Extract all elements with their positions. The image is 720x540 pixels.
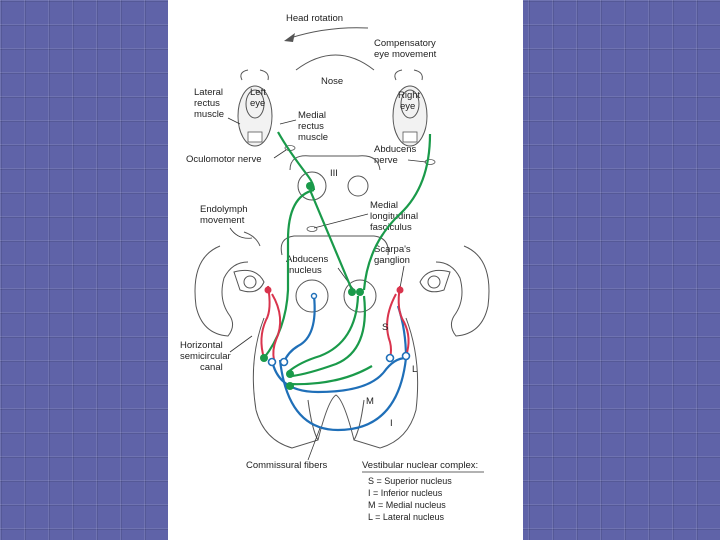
endolymph-arrow [243,231,261,247]
scarpa-label-2: ganglion [374,255,410,266]
scarpa-label-1: Scarpa's [374,244,411,255]
mlf-leader [313,213,369,229]
medial-rectus-label-3: muscle [298,132,328,143]
left-eye-label-1: Left [250,87,266,98]
medial-rectus-label-2: rectus [298,121,324,132]
cn-iii-label: III [330,168,338,179]
left-eye [237,69,273,147]
nose-label: Nose [321,76,343,87]
medial-rectus-label-1: Medial [298,110,326,121]
lateral-rectus-label-1: Lateral [194,87,223,98]
abducens-nerve-leader [407,159,427,163]
nucleus-s-label: S [382,322,388,333]
legend-lateral: L = Lateral nucleus [368,512,444,522]
abducens-nerve-label-1: Abducens [374,144,417,155]
commissural-leader [307,427,321,461]
vestibular-complex-label: Vestibular nuclear complex: [362,460,478,471]
mlf-label-2: longitudinal [370,211,418,222]
abducens-nerve-label-2: nerve [374,155,398,166]
legend-inferior: I = Inferior nucleus [368,488,443,498]
legend-medial: M = Medial nucleus [368,500,446,510]
oculomotor-nerve-label: Oculomotor nerve [186,154,262,165]
scarpa-leader [399,265,405,289]
afferent-pathway [260,285,410,361]
abducens-nucleus-label-1: Abducens [286,254,329,265]
left-ear [194,245,265,337]
right-eye [392,69,428,147]
commissural-label: Commissural fibers [246,460,328,471]
mlf-label-3: fasciculus [370,222,412,233]
vestibulo-ocular-diagram: Head rotation Compensatory eye movement … [180,13,490,522]
nose-outline [295,54,375,71]
medial-rectus-leader [279,119,297,125]
endolymph-leader [229,227,253,239]
head-rotation-label: Head rotation [286,13,343,24]
right-eye-label-2: eye [400,101,415,112]
synapse-dots [260,182,411,390]
compensatory-label-2: eye movement [374,49,437,60]
nucleus-l-label: L [412,364,417,375]
right-eye-label-1: Right [398,90,421,101]
legend-superior: S = Superior nucleus [368,476,452,486]
compensatory-label-1: Compensatory [374,38,436,49]
horizontal-canal-label-2: semicircular [180,351,231,362]
endolymph-label-2: movement [200,215,245,226]
horizontal-canal-label-1: Horizontal [180,340,223,351]
slide-frame: Head rotation Compensatory eye movement … [168,0,523,540]
head-rotation-arrow [284,27,369,42]
brainstem-outline [252,155,419,449]
nucleus-i-label: I [390,418,393,429]
left-eye-label-2: eye [250,98,265,109]
mlf-label-1: Medial [370,200,398,211]
mlf-ring [306,226,318,232]
lateral-rectus-leader [227,117,241,125]
lateral-rectus-label-3: muscle [194,109,224,120]
right-ear [419,245,490,337]
abducens-nucleus-label-2: nucleus [289,265,322,276]
lateral-rectus-label-2: rectus [194,98,220,109]
oculomotor-nerve-leader [273,149,287,159]
horizontal-canal-label-3: canal [200,362,223,373]
endolymph-label-1: Endolymph [200,204,248,215]
horizontal-canal-leader [229,335,253,353]
abducens-nerve-ring [424,159,436,165]
nucleus-m-label: M [366,396,374,407]
